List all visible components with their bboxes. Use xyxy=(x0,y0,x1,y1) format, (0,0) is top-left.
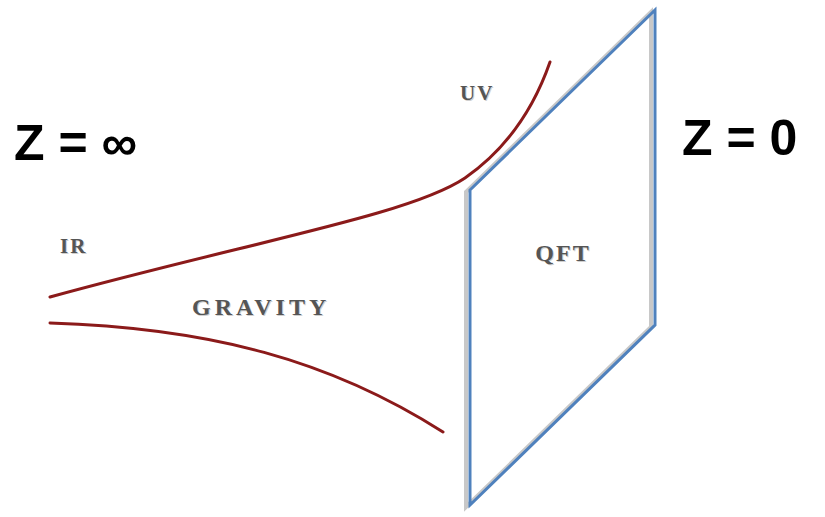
horn-upper-curve xyxy=(50,62,550,297)
region-label: UV xyxy=(460,83,494,104)
depth-label: Z = 0 xyxy=(682,113,797,163)
horn-lower-curve xyxy=(50,323,443,432)
plane-border xyxy=(470,10,655,505)
plane-label: QFT xyxy=(535,241,590,265)
depth-label: Z = ∞ xyxy=(14,118,137,168)
plane-shadow xyxy=(466,12,651,507)
region-label: IR xyxy=(60,236,87,257)
region-label: GRAVITY xyxy=(192,295,330,319)
boundary-plane: QFT xyxy=(466,6,660,510)
